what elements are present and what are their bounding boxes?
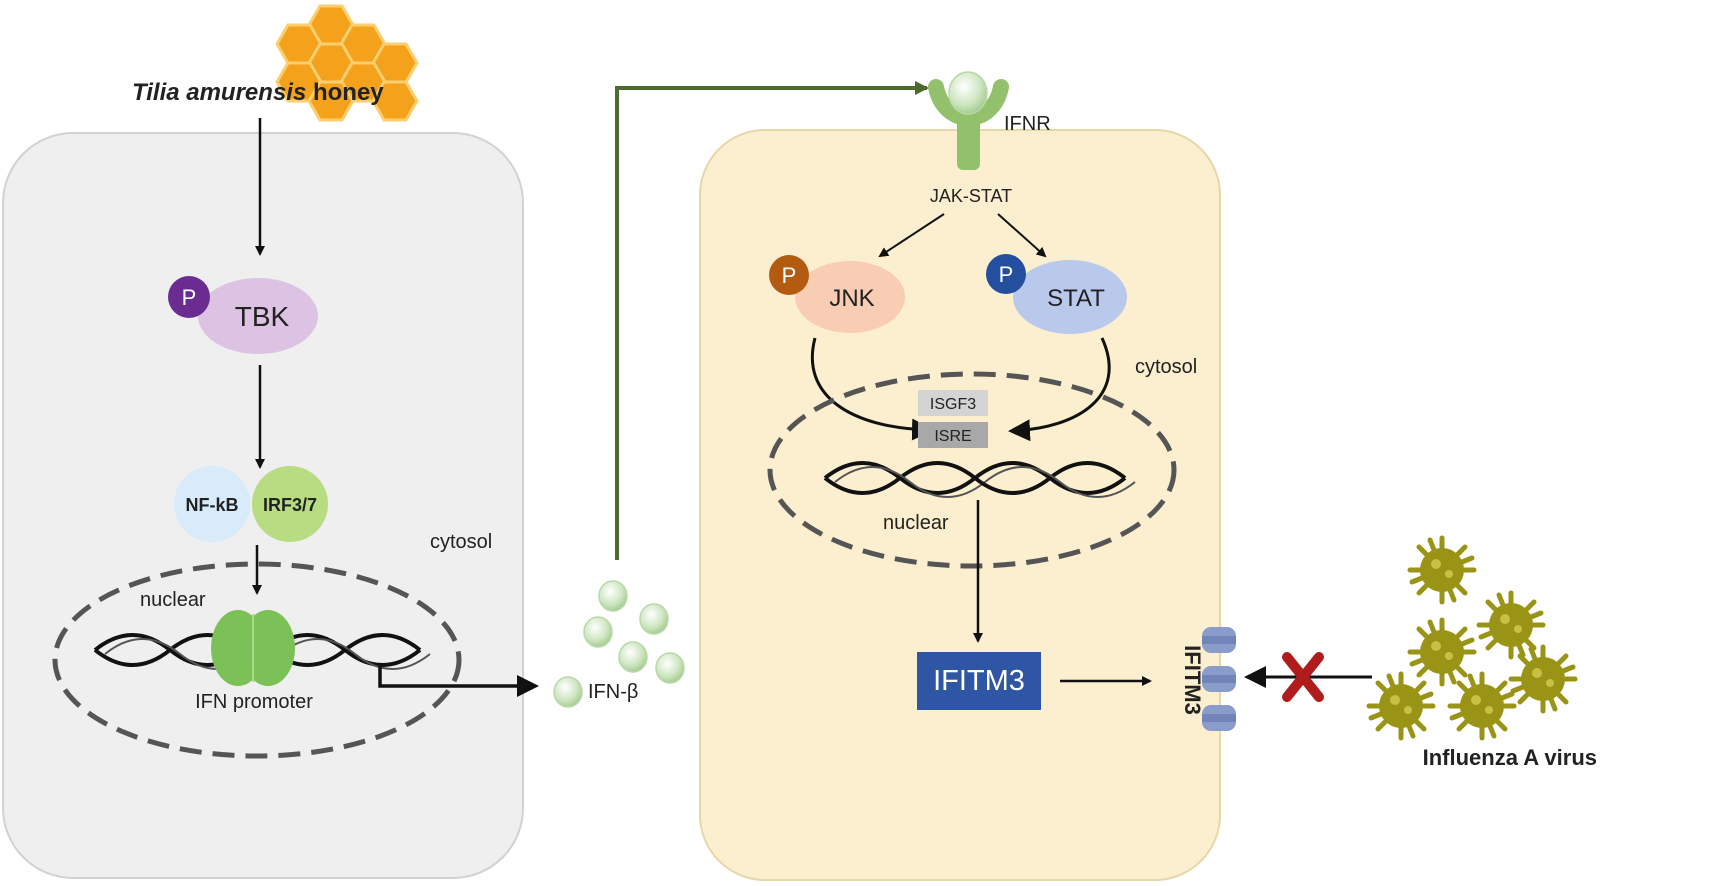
arrow-ifn-to-receptor bbox=[615, 81, 929, 560]
nfkb-circle bbox=[174, 466, 250, 542]
isgf3-box bbox=[918, 390, 988, 416]
left-cytosol-label: cytosol bbox=[430, 531, 492, 553]
right-cell bbox=[699, 129, 1221, 881]
left-nucleus bbox=[52, 561, 462, 759]
promoter-label: IFN promoter bbox=[195, 691, 313, 713]
right-cytosol-label: cytosol bbox=[1135, 356, 1197, 378]
honeycomb-icon bbox=[275, 4, 419, 122]
arrow-stat-to-nucleus bbox=[1008, 337, 1111, 442]
ifitm3-membrane-proteins bbox=[1202, 627, 1236, 731]
jnk-label: JNK bbox=[829, 285, 874, 312]
honey-label-rest: honey bbox=[306, 79, 384, 106]
arrow-jakstat-to-stat bbox=[997, 213, 1047, 258]
tbk-ellipse bbox=[198, 278, 318, 354]
arrow-jakstat-to-jnk bbox=[878, 213, 945, 258]
ifitm3-box-label: IFITM3 bbox=[933, 665, 1025, 697]
jnk-phospho-circle bbox=[769, 255, 809, 295]
irf-label: IRF3/7 bbox=[263, 495, 317, 515]
promoter-complex bbox=[211, 610, 295, 686]
stat-phospho-label: P bbox=[999, 262, 1014, 287]
ifnr-label: IFNR bbox=[1004, 113, 1051, 135]
isre-label: ISRE bbox=[934, 428, 971, 445]
influenza-virus-icons bbox=[1369, 538, 1575, 738]
ifitm3-membrane-label: IFITM3 bbox=[1180, 645, 1205, 715]
ifn-beta-label: IFN-β bbox=[588, 681, 638, 703]
block-x-icon bbox=[1282, 652, 1324, 702]
arrow-jnk-to-nucleus bbox=[810, 337, 934, 441]
ifitm3-box bbox=[917, 652, 1041, 710]
isgf3-label: ISGF3 bbox=[930, 396, 976, 413]
honey-label-italic: Tilia amurensis bbox=[132, 79, 306, 106]
honey-label: Tilia amurensis honey bbox=[132, 79, 384, 106]
virus-label: Influenza A virus bbox=[1423, 745, 1597, 770]
stat-ellipse bbox=[1013, 260, 1127, 334]
nfkb-label: NF-kB bbox=[186, 495, 239, 515]
right-nuclear-label: nuclear bbox=[883, 512, 949, 534]
arrow-promoter-to-ifn bbox=[378, 666, 539, 697]
tbk-label: TBK bbox=[235, 301, 290, 332]
irf-circle bbox=[252, 466, 328, 542]
stat-label: STAT bbox=[1047, 285, 1105, 312]
isre-box bbox=[918, 422, 988, 448]
jnk-phospho-label: P bbox=[782, 263, 797, 288]
stat-phospho-circle bbox=[986, 254, 1026, 294]
left-nuclear-label: nuclear bbox=[140, 589, 206, 611]
right-nucleus bbox=[767, 371, 1177, 569]
jnk-ellipse bbox=[795, 261, 905, 333]
tbk-phospho-label: P bbox=[182, 285, 197, 310]
tbk-phospho-circle bbox=[168, 276, 210, 318]
ifn-beta-molecules bbox=[553, 580, 685, 708]
ifnr-receptor bbox=[928, 71, 1009, 170]
jakstat-label: JAK-STAT bbox=[930, 186, 1012, 206]
